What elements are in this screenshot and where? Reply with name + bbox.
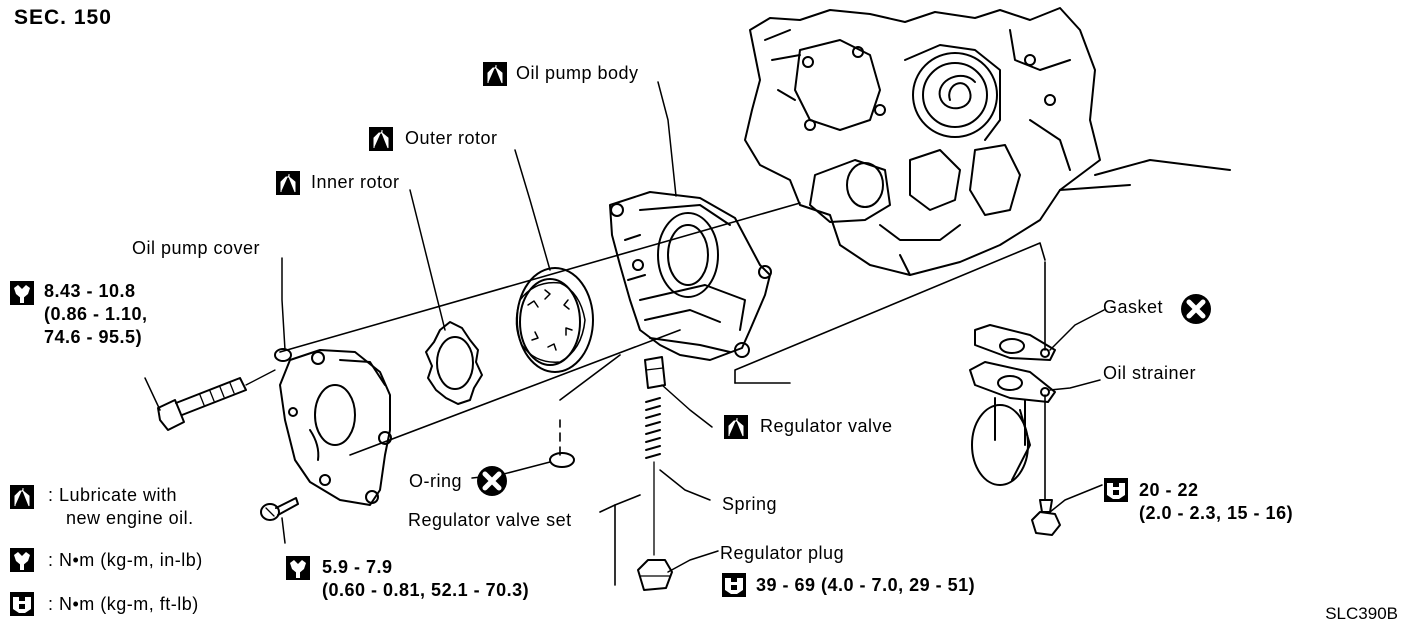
strainer-bolt xyxy=(1031,499,1061,536)
assembly-lines xyxy=(279,202,1046,586)
cover-bolt-torque: 8.43 - 10.8 (0.86 - 1.10, 74.6 - 95.5) xyxy=(44,280,148,349)
inner-rotor xyxy=(425,321,483,405)
cover-screw xyxy=(260,497,299,521)
o-ring xyxy=(549,452,575,468)
inner-rotor-label: Inner rotor xyxy=(311,172,400,192)
oil-pump-cover-label: Oil pump cover xyxy=(132,238,261,258)
oil-can-icon xyxy=(10,485,34,509)
torque-wrench-inlb-icon xyxy=(10,281,34,305)
regulator-valve-label: Regulator valve xyxy=(760,416,893,436)
cover-screw-torque-line1: 5.9 - 7.9 xyxy=(322,557,393,577)
o-ring-label: O-ring xyxy=(409,471,463,491)
oil-pump-body xyxy=(609,191,772,361)
regulator-plug-label: Regulator plug xyxy=(720,543,845,563)
cover-bolt-torque-line3: 74.6 - 95.5) xyxy=(44,327,143,347)
gasket-label: Gasket xyxy=(1103,297,1164,317)
legend-lubricate: : Lubricate with new engine oil. xyxy=(48,484,194,530)
figure-code: SLC390B xyxy=(1325,604,1398,623)
legend-nm-inlb: : N•m (kg-m, in-lb) xyxy=(48,550,203,570)
spring-label: Spring xyxy=(722,494,778,514)
leader-lines xyxy=(144,81,1105,573)
strainer-bolt-torque-line1: 20 - 22 xyxy=(1139,480,1199,500)
engine-block xyxy=(744,7,1231,276)
oil-can-icon xyxy=(724,415,748,439)
strainer-bolt-torque: 20 - 22 (2.0 - 2.3, 15 - 16) xyxy=(1139,479,1293,525)
torque-wrench-inlb-icon xyxy=(10,548,34,572)
strainer-bolt-torque-line2: (2.0 - 2.3, 15 - 16) xyxy=(1139,503,1294,523)
oil-can-icon xyxy=(369,127,393,151)
gasket-part xyxy=(974,324,1056,361)
regulator-valve-set-label: Regulator valve set xyxy=(408,510,572,530)
torque-wrench-inlb-icon xyxy=(286,556,310,580)
legend-nm-ftlb: : N•m (kg-m, ft-lb) xyxy=(48,594,199,614)
section-title: SEC. 150 xyxy=(14,6,112,29)
outer-rotor-label: Outer rotor xyxy=(405,128,498,148)
torque-wrench-ftlb-icon xyxy=(10,592,34,616)
oil-can-icon xyxy=(276,171,300,195)
replace-x-icon xyxy=(1181,294,1211,324)
oil-pump-cover xyxy=(279,349,392,506)
cover-bolt-torque-line1: 8.43 - 10.8 xyxy=(44,281,136,301)
regulator-plug-torque: 39 - 69 (4.0 - 7.0, 29 - 51) xyxy=(756,575,976,595)
cover-screw-torque-line2: (0.60 - 0.81, 52.1 - 70.3) xyxy=(322,580,530,600)
torque-wrench-ftlb-icon xyxy=(1104,478,1128,502)
oil-strainer-label: Oil strainer xyxy=(1103,363,1197,383)
torque-wrench-ftlb-icon xyxy=(722,573,746,597)
oil-pump-body-label: Oil pump body xyxy=(516,63,639,83)
cover-bolt-torque-line2: (0.86 - 1.10, xyxy=(44,304,148,324)
legend-lubricate-line1: : Lubricate with xyxy=(48,485,178,505)
oil-can-icon xyxy=(483,62,507,86)
outer-rotor xyxy=(515,267,594,373)
cover-screw-torque: 5.9 - 7.9 (0.60 - 0.81, 52.1 - 70.3) xyxy=(322,556,529,602)
oil-strainer-part xyxy=(969,361,1056,486)
replace-x-icon xyxy=(477,466,507,496)
cover-bolt xyxy=(157,348,292,431)
legend-lubricate-line2: new engine oil. xyxy=(66,508,194,528)
regulator-valve-assembly xyxy=(637,356,673,591)
